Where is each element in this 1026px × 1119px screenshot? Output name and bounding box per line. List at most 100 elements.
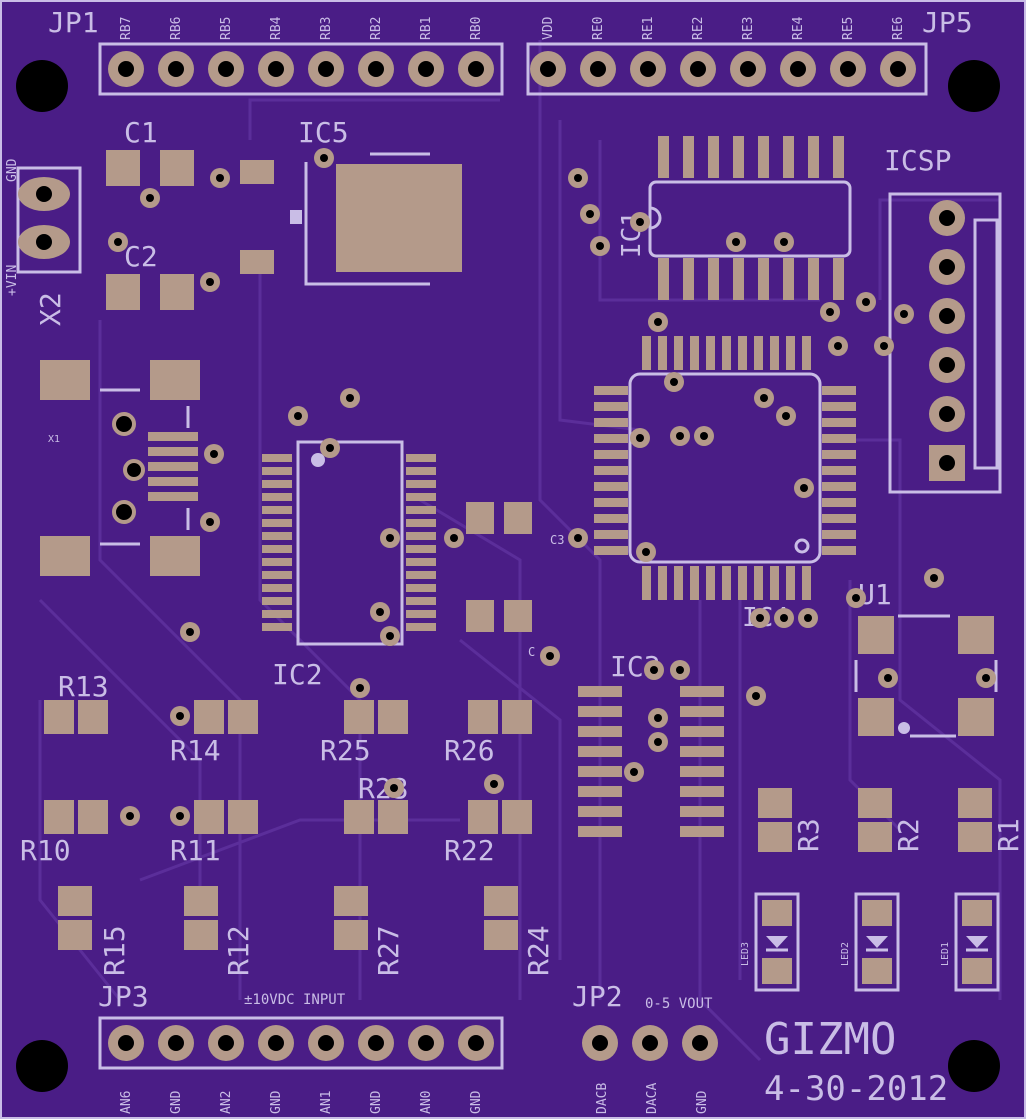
- board-date: 4-30-2012: [764, 1069, 948, 1109]
- via: [380, 528, 400, 548]
- led3-label: LED3: [740, 942, 751, 966]
- jp1-pin-rb3: [308, 51, 344, 87]
- via: [340, 388, 360, 408]
- jp2-label: JP2: [572, 980, 623, 1013]
- jp1-pin-label: RB5: [219, 17, 234, 40]
- r14-label: R14: [170, 734, 221, 767]
- via: [568, 528, 588, 548]
- via: [540, 646, 560, 666]
- via: [798, 608, 818, 628]
- jp3-pin-an2-2: [208, 1025, 244, 1061]
- jp1-pin-label: RB3: [319, 17, 334, 40]
- resistor-r25: R25: [320, 700, 408, 767]
- led2-indicator: LED2: [840, 892, 900, 992]
- resistor-r10: R10: [20, 800, 108, 867]
- jp1-pin-label: RB6: [169, 17, 184, 40]
- via: [288, 406, 308, 426]
- via: [636, 542, 656, 562]
- jp2-pin-label: GND: [695, 1090, 710, 1114]
- r27-label: R27: [372, 925, 405, 976]
- jp3-pin-label: AN2: [219, 1091, 234, 1114]
- via: [384, 778, 404, 798]
- power-connector-x2: GND +VIN X2: [5, 158, 82, 326]
- via: [694, 426, 714, 446]
- jp2-pin-label: DACB: [595, 1083, 610, 1114]
- resistor-r13: R13: [44, 670, 109, 734]
- icsp-pin-2: [929, 396, 965, 432]
- icsp-pin-3: [929, 347, 965, 383]
- resistor-r24: R24: [484, 886, 555, 976]
- jp1-pin-rb0: [458, 51, 494, 87]
- via: [568, 168, 588, 188]
- x1-label: X1: [48, 434, 60, 445]
- jp3-pin-label: GND: [369, 1090, 384, 1114]
- r24-label: R24: [522, 925, 555, 976]
- jp5-label: JP5: [922, 6, 973, 39]
- led3-indicator: LED3: [740, 892, 800, 992]
- via: [726, 232, 746, 252]
- resistor-r22: R22: [444, 800, 532, 867]
- jp3-pin-gnd-3: [258, 1025, 294, 1061]
- mounting-hole-tr: [948, 60, 1000, 112]
- ic5-regulator: IC5: [240, 116, 462, 286]
- c2-label: C2: [124, 240, 158, 273]
- jp5-pin-re2: [680, 51, 716, 87]
- jp5-pin-re5: [830, 51, 866, 87]
- via: [380, 626, 400, 646]
- ic5-label: IC5: [298, 116, 349, 149]
- via: [170, 806, 190, 826]
- jp3-pin-an1-4: [308, 1025, 344, 1061]
- resistor-r15: R15: [58, 886, 131, 976]
- led2-label: LED2: [840, 942, 851, 966]
- jp1-pin-rb1: [408, 51, 444, 87]
- via: [630, 212, 650, 232]
- ic2-chip: IC2: [262, 440, 436, 691]
- c2-capacitor: C2: [106, 240, 194, 310]
- via: [484, 774, 504, 794]
- via: [210, 168, 230, 188]
- via: [856, 292, 876, 312]
- jp5-pin-re1: [630, 51, 666, 87]
- mounting-hole-br: [948, 1040, 1000, 1092]
- via: [644, 660, 664, 680]
- x2-gnd-label: GND: [5, 158, 20, 182]
- jp5-pin-label: RE4: [791, 16, 806, 40]
- jp2-pin-daca: [632, 1025, 668, 1061]
- jp3-pin-label: GND: [269, 1090, 284, 1114]
- via: [200, 272, 220, 292]
- jp5-pin-label: RE5: [841, 17, 856, 40]
- via: [204, 444, 224, 464]
- jp1-pin-rb4: [258, 51, 294, 87]
- via: [754, 388, 774, 408]
- resistor-r11: R11: [170, 800, 258, 867]
- jp1-pin-rb6: [158, 51, 194, 87]
- via: [200, 512, 220, 532]
- jp1-pin-label: RB7: [119, 17, 134, 40]
- jp1-pin-rb5: [208, 51, 244, 87]
- x1-component: X1: [40, 360, 200, 576]
- resistor-r26: R26: [444, 700, 532, 767]
- jp3-pin-label: AN6: [119, 1091, 134, 1114]
- jp3-pin-gnd-7: [458, 1025, 494, 1061]
- via: [878, 668, 898, 688]
- jp1-pin-rb2: [358, 51, 394, 87]
- led-group: LED3 LED2 LED1: [740, 892, 1000, 992]
- via: [648, 732, 668, 752]
- r12-label: R12: [222, 925, 255, 976]
- via: [314, 148, 334, 168]
- led1-label: LED1: [940, 942, 951, 966]
- r26-label: R26: [444, 734, 495, 767]
- board-title: GIZMO: [764, 1014, 896, 1065]
- jp3-pin-an6-0: [108, 1025, 144, 1061]
- jp5-pin-label: VDD: [541, 16, 556, 40]
- via: [794, 478, 814, 498]
- via: [670, 426, 690, 446]
- via: [648, 312, 668, 332]
- via: [648, 708, 668, 728]
- jp5-pin-vdd: [530, 51, 566, 87]
- via: [664, 372, 684, 392]
